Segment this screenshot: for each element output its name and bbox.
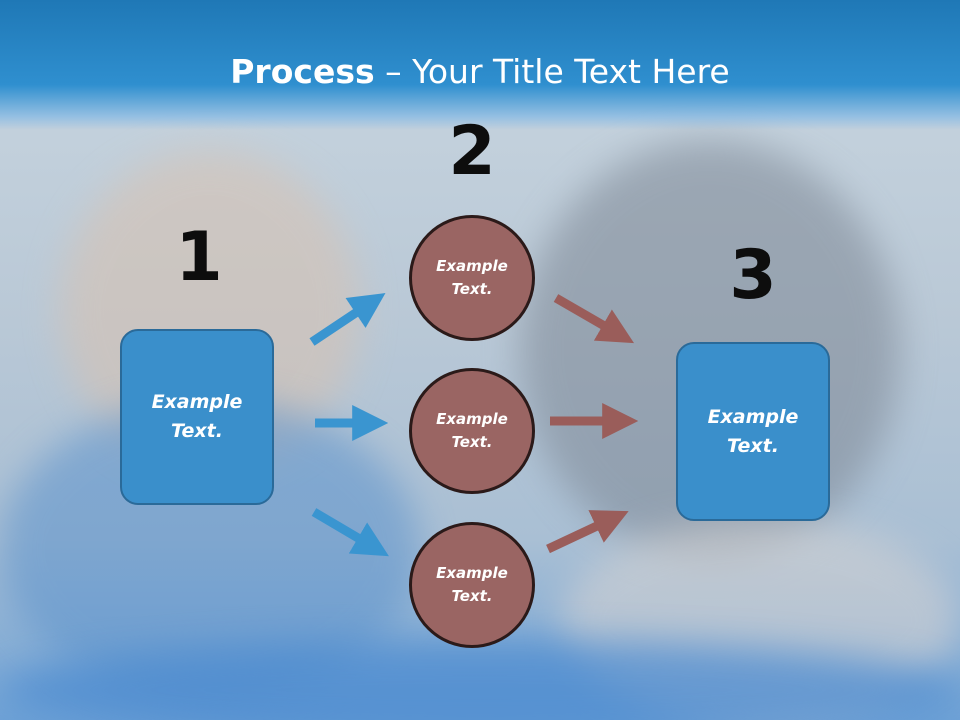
slide-title: Process – Your Title Text Here [0, 52, 960, 91]
arrow-to-bottom-circle [311, 508, 389, 557]
title-rest: – Your Title Text Here [374, 52, 730, 91]
title-bold: Process [230, 52, 375, 91]
step-1-box-text: Example Text. [151, 391, 243, 442]
circle-middle-text: Example Text. [436, 410, 508, 451]
step-2-circle-middle: Example Text. [409, 368, 535, 494]
circle-top-text: Example Text. [436, 257, 508, 298]
step-1-box: Example Text. [120, 329, 274, 505]
step-2-circle-top: Example Text. [409, 215, 535, 341]
step-3-box-text: Example Text. [707, 405, 799, 457]
step-number-3: 3 [729, 236, 777, 315]
title-bar [0, 0, 960, 130]
background-photo-shape [0, 640, 960, 720]
step-number-1: 1 [175, 218, 223, 297]
step-2-circle-bottom: Example Text. [409, 522, 535, 648]
step-number-2: 2 [448, 112, 496, 191]
arrow-to-top-circle [309, 293, 386, 346]
circle-bottom-text: Example Text. [436, 564, 508, 605]
step-3-box: Example Text. [676, 342, 830, 521]
arrow-from-top-circle [553, 294, 635, 344]
arrow-from-bottom-circle [546, 510, 629, 554]
